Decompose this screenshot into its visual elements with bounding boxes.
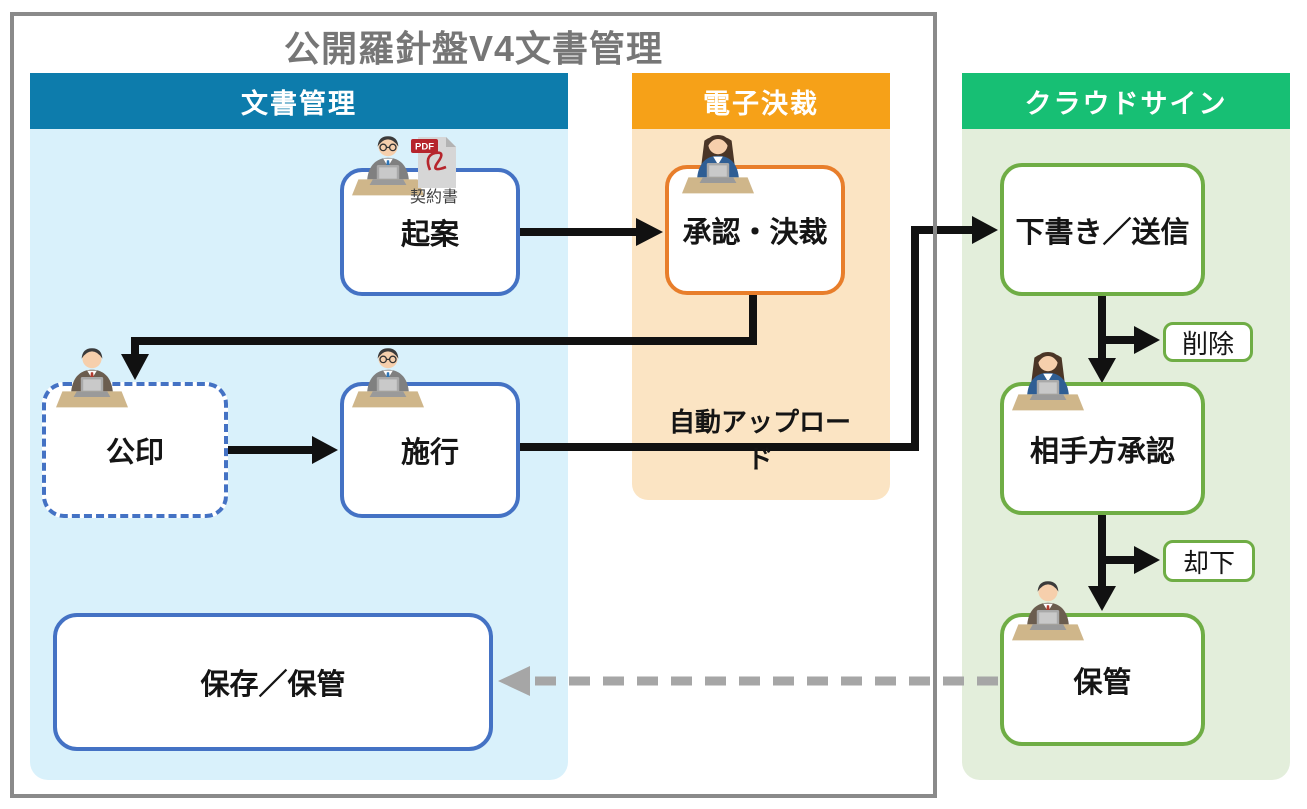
lane-header-cloudsign: クラウドサイン [962, 73, 1290, 129]
lane-header-document-management: 文書管理 [30, 73, 568, 129]
auto-upload-label: 自動アップロード [668, 407, 851, 474]
lane-header-label: クラウドサイン [1024, 88, 1228, 119]
node-delete: 削除 [1163, 322, 1253, 362]
pdf-badge-text: PDF [415, 142, 434, 153]
node-save-storage: 保存／保管 [53, 613, 493, 751]
person-woman-laptop-icon [678, 131, 758, 200]
lane-header-electronic-approval: 電子決裁 [632, 73, 890, 129]
person-man-glasses-laptop-icon [348, 345, 428, 414]
node-counterparty-approval: 相手方承認 [1000, 382, 1205, 515]
node-storage-cloud: 保管 [1000, 613, 1205, 746]
node-label: 下書き／送信 [1015, 216, 1190, 249]
node-label: 保管 [1073, 666, 1132, 699]
node-draft-send: 下書き／送信 [1000, 163, 1205, 296]
node-label: 削除 [1181, 328, 1234, 359]
node-label: 相手方承認 [1029, 435, 1175, 468]
person-man-glasses-laptop-icon [348, 133, 428, 202]
node-label: 承認・決裁 [682, 217, 828, 249]
person-man-laptop-icon [1008, 578, 1088, 647]
node-reject: 却下 [1163, 540, 1255, 582]
node-label: 保存／保管 [200, 669, 346, 701]
node-label: 却下 [1182, 547, 1235, 578]
diagram-title: 公開羅針盤V4文書管理 [283, 28, 664, 69]
node-label: 施行 [400, 437, 459, 469]
node-label: 起案 [400, 219, 459, 251]
pdf-contract-icon: PDF [410, 134, 460, 195]
person-woman-laptop-icon [1008, 348, 1088, 417]
lane-header-label: 文書管理 [241, 88, 357, 119]
lane-header-label: 電子決裁 [703, 88, 819, 119]
node-label: 公印 [105, 437, 164, 469]
person-man-laptop-icon [52, 345, 132, 414]
contract-label: 契約書 [410, 189, 459, 206]
